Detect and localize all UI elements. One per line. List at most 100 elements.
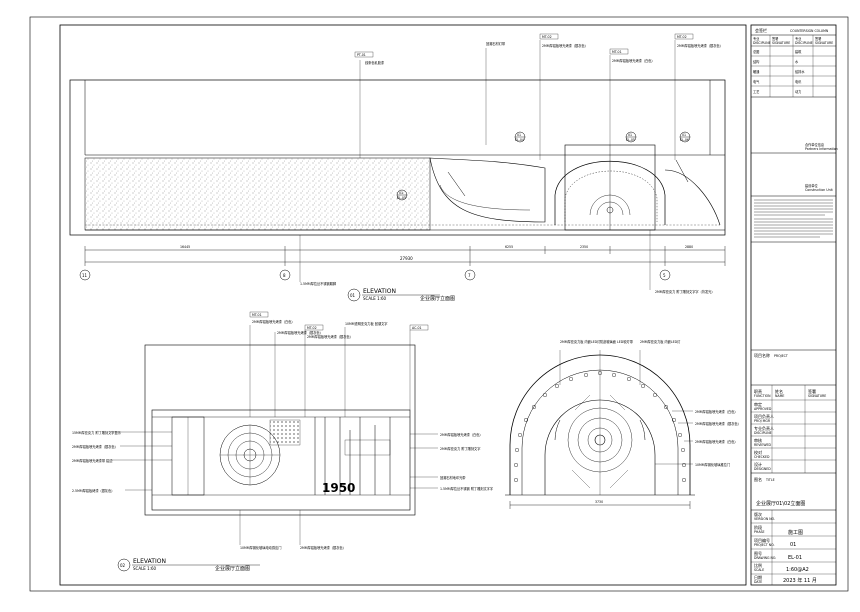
svg-text:EL-05: EL-05 — [626, 138, 635, 142]
elev1-left-shell — [429, 157, 546, 223]
elev1-dim-1: 16445 — [180, 245, 190, 249]
svg-text:FUNCTION: FUNCTION — [754, 394, 771, 398]
svg-text:动力: 动力 — [795, 89, 801, 94]
svg-text:签署: 签署 — [808, 388, 816, 394]
project-no-cn: 项目编号 — [754, 537, 770, 543]
svg-text:2MM厚铝板喷光烤漆（白色）: 2MM厚铝板喷光烤漆（白色） — [695, 409, 738, 414]
col-signature-1-en: SIGNATURE — [772, 41, 790, 45]
svg-text:REVIEWED: REVIEWED — [754, 443, 772, 447]
elev2-title: 02 ELEVATION SCALE 1:60 企业展厅立面图 — [117, 558, 260, 572]
scale-value: 1:60@A2 — [786, 567, 809, 573]
svg-text:MT-01: MT-01 — [612, 50, 622, 54]
svg-text:01: 01 — [399, 191, 403, 195]
svg-text:ELEVATION: ELEVATION — [133, 558, 166, 565]
portal-detail-dimension: 3730 — [595, 500, 603, 504]
elev2-left-labels: 15MM厚亚克力 附丁雕刻文字显示 2MM厚铝板喷光烤漆（银灰色） 2MM厚铝板… — [72, 430, 172, 493]
elev1-total-dimension: 27930 — [400, 256, 413, 261]
date-en: DATE — [754, 580, 762, 584]
svg-text:给排水: 给排水 — [795, 69, 805, 74]
svg-text:01: 01 — [682, 133, 686, 137]
svg-text:PT-01: PT-01 — [357, 53, 366, 57]
portal-detail-hatch — [571, 394, 629, 489]
svg-text:2MM厚铝板喷光烤漆（白色）: 2MM厚铝板喷光烤漆（白色） — [612, 58, 655, 63]
sheet-outer-border — [29, 16, 849, 592]
col-signature-1: 签署 — [772, 36, 779, 41]
notes-block — [754, 199, 833, 238]
svg-text:2MM厚铝板喷光烤漆（银灰色）: 2MM厚铝板喷光烤漆（银灰色） — [277, 330, 323, 335]
svg-text:MT-02: MT-02 — [542, 35, 552, 39]
project-name-en: PROJECT — [774, 354, 788, 358]
svg-text:工艺: 工艺 — [753, 89, 759, 94]
svg-text:10MM透明亚克力板 回潮文字: 10MM透明亚克力板 回潮文字 — [345, 321, 387, 326]
sheet-no-en: DRAWING NO. — [754, 556, 776, 560]
drawing-name-label-cn: 图名 — [754, 476, 762, 482]
col-discipline-1-en: DISCIPLINE — [753, 41, 771, 45]
elev1-stone-panel — [84, 157, 431, 231]
partner-info-cn: 合作单位信息 — [805, 142, 824, 147]
svg-text:02: 02 — [120, 563, 126, 568]
svg-text:结构: 结构 — [753, 59, 759, 64]
svg-text:DISCIPLINE: DISCIPLINE — [754, 431, 772, 435]
svg-text:2MM厚铝板喷光烤漆（白色）: 2MM厚铝板喷光烤漆（白色） — [695, 439, 738, 444]
svg-text:01: 01 — [628, 133, 632, 137]
svg-text:2MM厚铝板喷光烤漆（银灰色）: 2MM厚铝板喷光烤漆（银灰色） — [677, 43, 723, 48]
svg-text:15MM厚亚克力 附丁雕刻文字显示: 15MM厚亚克力 附丁雕刻文字显示 — [72, 430, 121, 435]
sheet-no-value: EL-01 — [788, 555, 802, 561]
stage-value: 施工图 — [788, 529, 803, 536]
elev2-right-labels: 2MM厚铝板喷光烤漆（白色） 2MM厚亚克力 附丁雕刻文字 回潮石材地坪光带 1… — [410, 432, 493, 491]
elev1-axis-bubbles: 11 8 7 5 — [79, 269, 671, 281]
svg-text:设计: 设计 — [754, 461, 762, 467]
svg-text:2MM厚铝板喷光烤漆（银灰色）: 2MM厚铝板喷光烤漆（银灰色） — [695, 421, 741, 426]
scale-cn: 比例 — [754, 562, 762, 568]
partner-info-en: Partners Information — [805, 147, 838, 151]
project-no-value: 01 — [790, 542, 796, 548]
construction-unit-cn: 建设单位 — [805, 183, 819, 188]
svg-text:水: 水 — [795, 59, 799, 64]
svg-text:2MM厚亚克力板 内嵌LED灯: 2MM厚亚克力板 内嵌LED灯 — [560, 339, 601, 344]
version-en: VERSION NO. — [754, 517, 775, 521]
elev2-wall-text: 1950 — [322, 481, 355, 495]
drawing-name-value: 企业展厅01\02立面图 — [756, 500, 805, 507]
col-discipline-1: 专业 — [753, 36, 759, 41]
title-block: 会签栏 COUNTERSIGN COLUMN 专业 签署 专业 签署 DISCI… — [750, 24, 838, 586]
svg-text:10MM厚钢化玻璃推拉门: 10MM厚钢化玻璃推拉门 — [695, 462, 730, 467]
portal-detail-right-labels: 2MM厚铝板喷光烤漆（白色） 2MM厚铝板喷光烤漆（银灰色） 2MM厚铝板喷光烤… — [655, 409, 741, 467]
svg-text:01: 01 — [350, 293, 356, 298]
elevation-02: 1950 MT-01 2MM厚铝板喷光烤漆（白色） 2MM厚铝板喷光烤漆（银灰色… — [72, 311, 493, 572]
svg-text:PROJ MGR: PROJ MGR — [754, 419, 771, 423]
col-signature-2-en: SIGNATURE — [815, 41, 833, 45]
construction-unit-en: Construction Unit — [805, 188, 834, 192]
svg-text:职责: 职责 — [754, 388, 762, 394]
svg-text:专业负责人: 专业负责人 — [754, 425, 774, 431]
drawing-name-label-en: TITLE — [765, 478, 775, 482]
svg-text:企业展厅立面图: 企业展厅立面图 — [215, 565, 250, 572]
svg-text:审定: 审定 — [754, 401, 762, 407]
svg-text:审核: 审核 — [754, 437, 762, 443]
svg-text:SCALE 1:60: SCALE 1:60 — [363, 296, 387, 301]
elev1-top-labels: PT-01 线条色乳胶漆 回潮石材灯带 MT-02 2MM厚铝板喷光烤漆（银灰色… — [354, 33, 723, 160]
stage-en: PHASE — [754, 530, 765, 534]
svg-text:MT-01: MT-01 — [252, 313, 262, 317]
elev1-section-marks: 01 EL-03 01 EL-04 01 EL-05 01 EL-06 — [396, 131, 691, 201]
svg-text:姓名: 姓名 — [775, 388, 783, 394]
portal-detail: 3730 2MM厚亚克力板 内嵌LED灯 防刮玻璃面 LED软灯带 2MM厚亚克… — [505, 339, 741, 509]
svg-text:ELEVATION: ELEVATION — [363, 288, 396, 295]
svg-text:2.5MM厚铝板烤漆（银灰色）: 2.5MM厚铝板烤漆（银灰色） — [72, 488, 114, 493]
col-signature-2: 签署 — [815, 36, 822, 41]
svg-text:暖通: 暖通 — [753, 69, 760, 74]
svg-text:项目负责人: 项目负责人 — [754, 413, 774, 419]
svg-text:CHECKED: CHECKED — [754, 455, 770, 459]
elev1-title: 01 ELEVATION SCALE 1:60 企业展厅立面图 — [347, 288, 455, 302]
svg-text:5: 5 — [663, 273, 666, 278]
svg-text:2MM厚铝板喷光烤漆（银灰色）: 2MM厚铝板喷光烤漆（银灰色） — [542, 43, 588, 48]
sign-rows: 职责 FUNCTION 姓名 NAME 签署 SIGNATURE 审定 APPR… — [751, 385, 836, 474]
countersign-header-cn: 会签栏 — [755, 27, 767, 33]
sheet-no-cn: 图号 — [754, 550, 762, 556]
elev2-bottom-label-1: 10MM厚钢化玻璃电动感应门 — [240, 545, 281, 550]
svg-text:01: 01 — [517, 133, 521, 137]
svg-text:SIGNATURE: SIGNATURE — [808, 394, 826, 398]
elevation-01: 27930 16445 6255 2350 2880 11 8 7 5 01 E… — [69, 33, 726, 302]
svg-text:MT-02: MT-02 — [677, 35, 687, 39]
svg-text:2MM厚亚克力板 内嵌LED灯: 2MM厚亚克力板 内嵌LED灯 — [640, 339, 681, 344]
